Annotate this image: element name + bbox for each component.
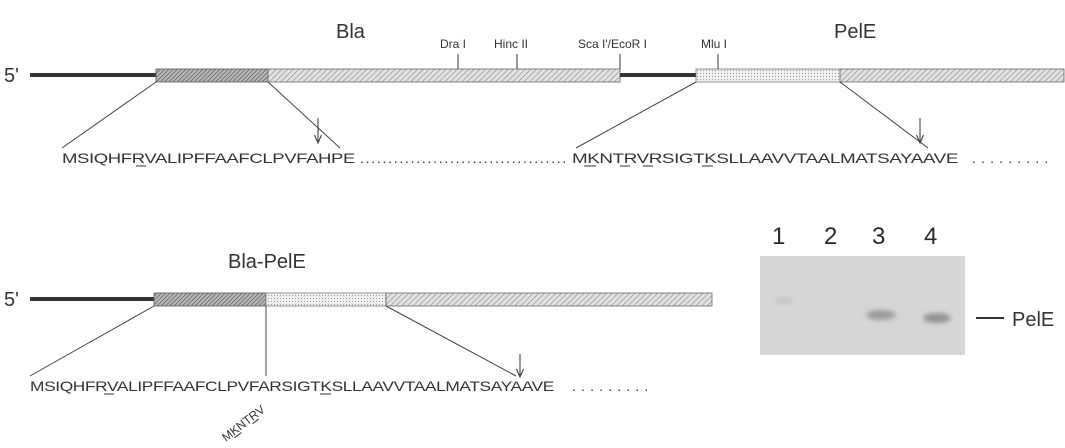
svg-text:Hinc II: Hinc II (494, 37, 528, 51)
top-five-prime-label: 5' (4, 65, 19, 87)
svg-text:Sca I'/EcoR I: Sca I'/EcoR I (578, 37, 647, 51)
fusion-construct: Bla-PelE 5' MSIQHFRVALIPFFAAFCLPVFARSIGT… (4, 251, 713, 444)
bla-signal-sequence: MSIQHFRVALIPFFAAFCLPVFAHPE (62, 150, 355, 166)
pele-cleavage-arrow (916, 118, 924, 145)
blot-smudge-lane-1 (774, 298, 794, 304)
pele-mature-segment (839, 68, 1065, 83)
bla-signal-segment (155, 68, 269, 83)
fusion-sequence: MSIQHFRVALIPFFAAFCLPVFARSIGTKSLLAAVVTAAL… (30, 378, 554, 394)
fusion-bla-signal-segment (153, 292, 267, 307)
top-construct: 5' Bla PelE Dra I Hinc II Sca I'/EcoR I … (4, 21, 1065, 167)
restriction-site-hinc-ii: Hinc II (494, 37, 528, 69)
fusion-pele-mature-segment (385, 292, 713, 307)
svg-text:Dra I: Dra I (440, 37, 466, 51)
fusion-title: Bla-PelE (228, 251, 306, 273)
lane-label-3: 3 (872, 223, 885, 250)
restriction-site-mlu-i: Mlu I (701, 37, 727, 69)
deleted-residues-text: MKNTRV (219, 402, 267, 444)
bla-seq-connector-right (267, 81, 341, 149)
fusion-connector-right (385, 305, 517, 377)
deleted-residues: MKNTRV (219, 402, 267, 444)
pele-seq-connector-left (575, 81, 697, 149)
bla-mature-segment (267, 68, 621, 83)
intergenic-dots: ..................................... (360, 150, 566, 166)
lane-label-4: 4 (924, 223, 937, 250)
pele-trailing-dots: ......... (972, 150, 1048, 166)
bla-cleavage-arrow (314, 118, 322, 145)
lane-label-1: 1 (772, 223, 785, 250)
svg-text:Mlu I: Mlu I (701, 37, 727, 51)
pele-seq-connector-right (839, 81, 929, 149)
lane-label-2: 2 (824, 223, 837, 250)
bla-gene-label: Bla (336, 21, 366, 43)
pele-gene-label: PelE (834, 21, 876, 43)
fusion-connector-left (29, 305, 155, 377)
blot-band-lane-4 (923, 313, 951, 323)
fusion-cleavage-arrow (516, 354, 524, 379)
fusion-trailing-dots: ......... (572, 378, 648, 394)
fusion-five-prime-label: 5' (4, 289, 19, 311)
pele-signal-sequence: MKNTRVRSIGTKSLLAAVVTAALMATSAYAAVE (572, 150, 958, 166)
restriction-site-sca-ecor-i: Sca I'/EcoR I (578, 37, 647, 69)
pele-signal-segment (695, 68, 841, 83)
fusion-pele-signal-segment (265, 292, 387, 307)
blot-band-lane-3 (866, 310, 896, 320)
western-blot: 1 2 3 4 PelE (760, 223, 1054, 355)
pele-band-label: PelE (1012, 309, 1054, 331)
blot-membrane (760, 256, 965, 355)
restriction-site-dra-i: Dra I (440, 37, 466, 69)
bla-seq-connector-left (61, 81, 157, 149)
